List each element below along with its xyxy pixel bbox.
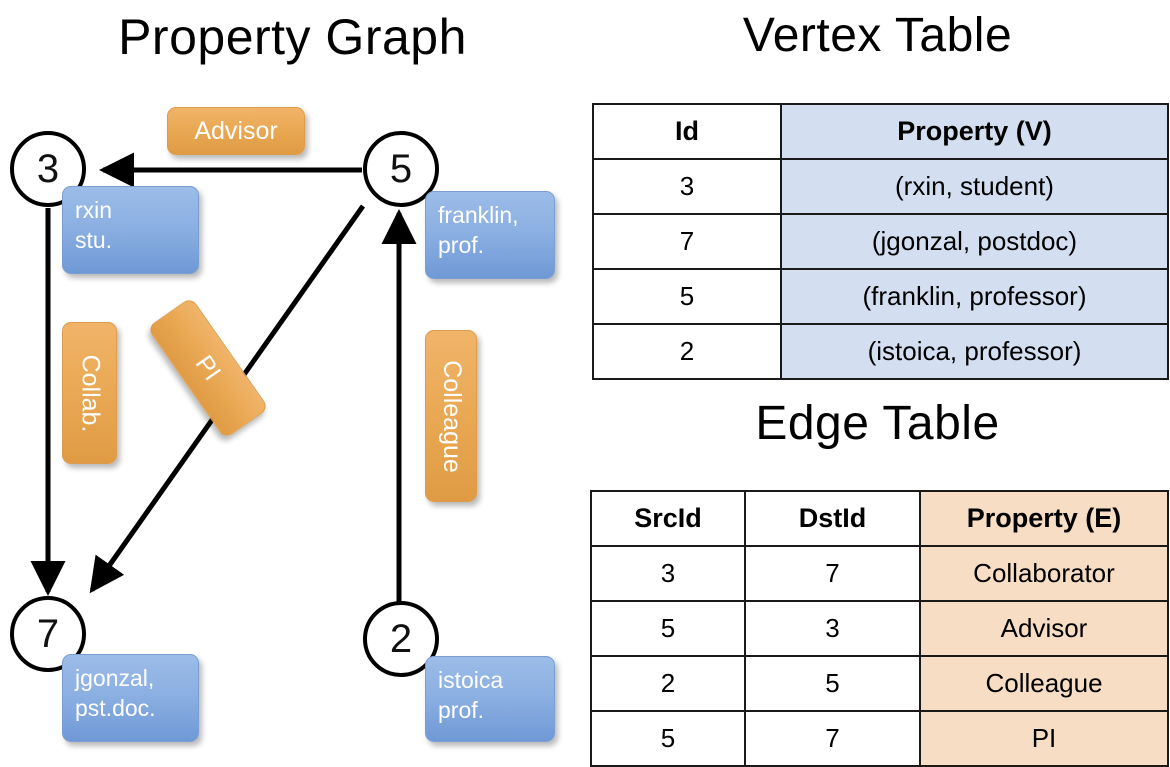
vertex-cell-property: (rxin, student) — [780, 158, 1169, 215]
edge-table: SrcId DstId Property (E) 3 7 Collaborato… — [590, 490, 1169, 767]
edge-cell-dstid: 7 — [744, 545, 921, 602]
edge-label-colleague[interactable]: Colleague — [425, 330, 477, 502]
edge-cell-property: Colleague — [919, 655, 1169, 712]
table-row[interactable]: 5 3 Advisor — [590, 600, 1169, 657]
vertex-cell-id: 2 — [592, 323, 782, 380]
edge-cell-dstid: 5 — [744, 655, 921, 712]
graph-node-5-property-box[interactable]: franklin, prof. — [425, 191, 555, 279]
page-title-vertex-table: Vertex Table — [742, 9, 1013, 62]
vertex-table-header-property: Property (V) — [780, 103, 1169, 160]
vertex-cell-id: 3 — [592, 158, 782, 215]
graph-node-5[interactable]: 5 — [363, 131, 439, 207]
edge-cell-srcid: 5 — [590, 710, 746, 767]
edge-label-collab[interactable]: Collab. — [62, 322, 117, 464]
graph-node-3-property-box[interactable]: rxin stu. — [62, 186, 199, 274]
vertex-cell-property: (jgonzal, postdoc) — [780, 213, 1169, 270]
edge-label-pi-text: PI — [190, 350, 227, 386]
property-graph-diagram: 3 5 7 2 rxin stu. franklin, prof. jgonza… — [0, 0, 585, 760]
vertex-cell-property: (istoica, professor) — [780, 323, 1169, 380]
edge-cell-srcid: 3 — [590, 545, 746, 602]
edge-label-advisor-text: Advisor — [194, 116, 278, 145]
edge-cell-property: Collaborator — [919, 545, 1169, 602]
page-title-edge-table: Edge Table — [755, 397, 1000, 450]
edge-cell-dstid: 7 — [744, 710, 921, 767]
edge-cell-property: Advisor — [919, 600, 1169, 657]
edge-table-header-property: Property (E) — [919, 490, 1169, 547]
edge-cell-srcid: 2 — [590, 655, 746, 712]
vertex-cell-property: (franklin, professor) — [780, 268, 1169, 325]
table-row[interactable]: 2 (istoica, professor) — [592, 323, 1169, 380]
graph-node-2[interactable]: 2 — [363, 601, 439, 677]
table-row[interactable]: 7 (jgonzal, postdoc) — [592, 213, 1169, 270]
edge-cell-srcid: 5 — [590, 600, 746, 657]
table-row[interactable]: 5 7 PI — [590, 710, 1169, 767]
vertex-table: Id Property (V) 3 (rxin, student) 7 (jgo… — [592, 103, 1169, 380]
vertex-table-header-id: Id — [592, 103, 782, 160]
vertex-cell-id: 7 — [592, 213, 782, 270]
edge-cell-dstid: 3 — [744, 600, 921, 657]
table-row[interactable]: 3 7 Collaborator — [590, 545, 1169, 602]
graph-node-5-label: 5 — [389, 146, 413, 191]
graph-node-2-label: 2 — [389, 616, 413, 661]
graph-node-3-label: 3 — [36, 146, 60, 191]
graph-node-7-label: 7 — [36, 611, 60, 656]
vertex-table-header-row: Id Property (V) — [592, 103, 1169, 160]
edge-label-advisor[interactable]: Advisor — [167, 107, 305, 155]
graph-node-7-property-box[interactable]: jgonzal, pst.doc. — [62, 654, 199, 742]
vertex-cell-id: 5 — [592, 268, 782, 325]
table-row[interactable]: 2 5 Colleague — [590, 655, 1169, 712]
graph-node-2-property-box[interactable]: istoica prof. — [425, 656, 555, 742]
page-title-property-graph: Property Graph — [118, 9, 467, 65]
edge-table-header-dstid: DstId — [744, 490, 921, 547]
edge-label-collab-text: Collab. — [76, 354, 105, 432]
edge-table-header-srcid: SrcId — [590, 490, 746, 547]
edge-table-header-row: SrcId DstId Property (E) — [590, 490, 1169, 547]
edge-cell-property: PI — [919, 710, 1169, 767]
edge-label-colleague-text: Colleague — [437, 359, 466, 473]
table-row[interactable]: 5 (franklin, professor) — [592, 268, 1169, 325]
table-row[interactable]: 3 (rxin, student) — [592, 158, 1169, 215]
